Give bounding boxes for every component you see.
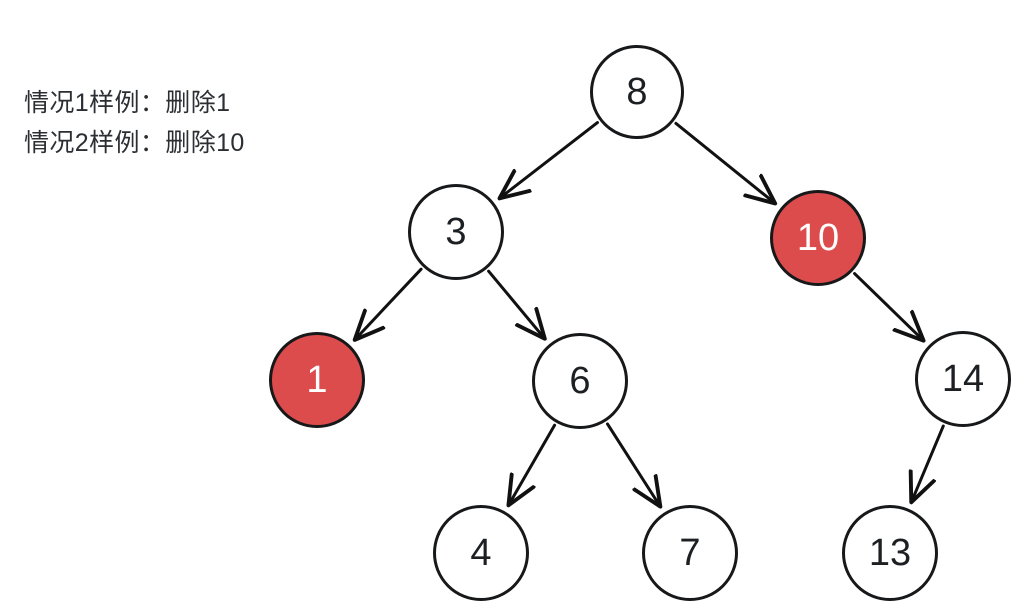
tree-node-label: 7 (679, 532, 701, 574)
tree-node-label: 13 (868, 532, 912, 574)
tree-edge-6-to-7 (605, 422, 658, 504)
tree-edge-3-to-1 (357, 267, 423, 338)
tree-node-label: 8 (626, 71, 648, 113)
tree-edge-8-to-3 (502, 121, 599, 197)
tree-edge-6-to-4 (510, 423, 557, 503)
tree-node-label: 3 (445, 211, 467, 253)
tree-node-10[interactable]: 10 (770, 190, 866, 286)
tree-node-4[interactable]: 4 (433, 505, 529, 601)
tree-node-6[interactable]: 6 (532, 333, 628, 429)
tree-node-label: 14 (941, 358, 985, 400)
tree-node-label: 10 (796, 217, 840, 259)
tree-edge-14-to-13 (912, 424, 945, 499)
tree-node-7[interactable]: 7 (642, 505, 738, 601)
tree-node-label: 1 (306, 359, 328, 401)
tree-edge-8-to-10 (674, 121, 773, 201)
tree-node-label: 4 (470, 532, 492, 574)
tree-edge-10-to-14 (853, 272, 922, 339)
tree-edge-3-to-6 (487, 269, 543, 336)
tree-node-14[interactable]: 14 (915, 331, 1011, 427)
tree-edges (357, 121, 945, 505)
caption-line-1: 情况1样例：删除1 (24, 89, 231, 117)
tree-node-3[interactable]: 3 (408, 184, 504, 280)
tree-node-1[interactable]: 1 (269, 332, 365, 428)
caption-text: 情况1样例：删除1 情况2样例：删除10 (24, 84, 245, 163)
caption-line-2: 情况2样例：删除10 (24, 128, 245, 157)
tree-node-label: 6 (569, 360, 591, 402)
tree-node-13[interactable]: 13 (842, 505, 938, 601)
tree-node-8[interactable]: 8 (590, 45, 684, 139)
